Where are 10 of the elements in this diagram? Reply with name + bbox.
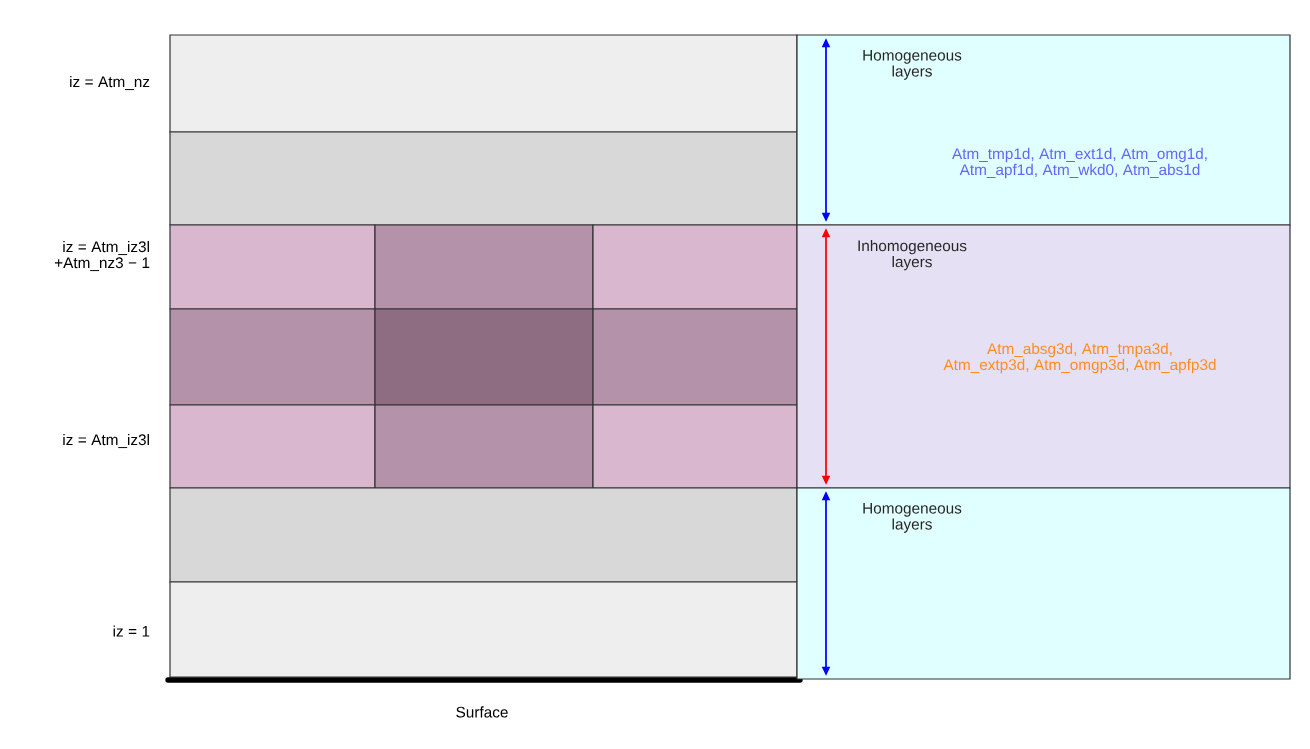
surface-label: Surface — [456, 706, 508, 718]
panel-heading: Homogeneous layers — [863, 503, 962, 533]
variable-list: Atm_absg3d, Atm_tmpa3d, Atm_extp3d, Atm_omgp3d, Atm_apfp3d — [943, 342, 1216, 374]
panel-heading: Inhomogeneous layers — [858, 240, 967, 271]
level-label: iz = Atm_iz3l +Atm_nz3 − 1 — [54, 240, 150, 272]
level-label: iz = Atm_iz3l — [63, 433, 149, 449]
level-label: iz = Atm_nz — [70, 75, 150, 91]
level-label: iz = 1 — [113, 625, 150, 637]
variable-list: Atm_tmp1d, Atm_ext1d, Atm_omg1d, Atm_apf1d, Atm_wkd0, Atm_abs1d — [952, 147, 1207, 179]
panel-heading: Homogeneous layers — [863, 50, 962, 80]
